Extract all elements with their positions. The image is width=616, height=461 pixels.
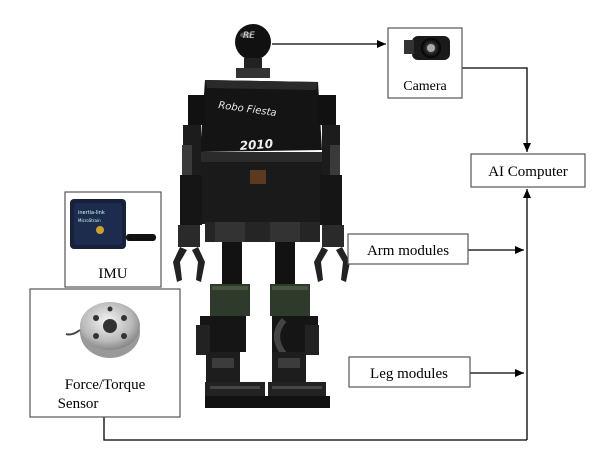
force-torque-sensor-icon: [65, 302, 140, 358]
leg-modules-node: Leg modules: [348, 356, 471, 388]
arm-modules-label: Arm modules: [367, 243, 449, 259]
imu-device-icon: inertia-link MicroStrain: [70, 199, 156, 249]
imu-device-brand: MicroStrain: [78, 218, 101, 223]
force-torque-label-line1: Force/Torque: [65, 377, 146, 393]
arm-modules-box: [347, 233, 469, 265]
leg-modules-label: Leg modules: [370, 366, 448, 382]
imu-node: inertia-link MicroStrain IMU: [64, 191, 162, 288]
robot-head-text: RE: [243, 31, 255, 41]
robot-head: [235, 24, 271, 60]
camera-label: Camera: [403, 79, 447, 94]
imu-device-text: inertia-link: [78, 210, 105, 216]
camera-icon: [404, 36, 450, 60]
force-torque-node: Force/Torque Sensor: [29, 288, 181, 418]
leg-modules-box: [348, 356, 471, 388]
ai-computer-label: AI Computer: [488, 164, 568, 180]
imu-label: IMU: [98, 266, 127, 282]
robot-chest-year: 2010: [239, 137, 273, 153]
force-torque-label-line2: Sensor: [58, 396, 99, 412]
ai-computer-box: [470, 153, 586, 188]
camera-box: [387, 27, 463, 99]
arm-modules-node: Arm modules: [347, 233, 469, 265]
edge-force-torque-to-bus: [103, 417, 527, 441]
ai-computer-node: AI Computer: [470, 153, 586, 188]
camera-node: Camera: [387, 27, 463, 99]
edge-camera-to-ai: [462, 67, 531, 152]
connectors: [103, 40, 531, 441]
robot-image: RE Robo Fiesta 2010: [173, 24, 350, 408]
